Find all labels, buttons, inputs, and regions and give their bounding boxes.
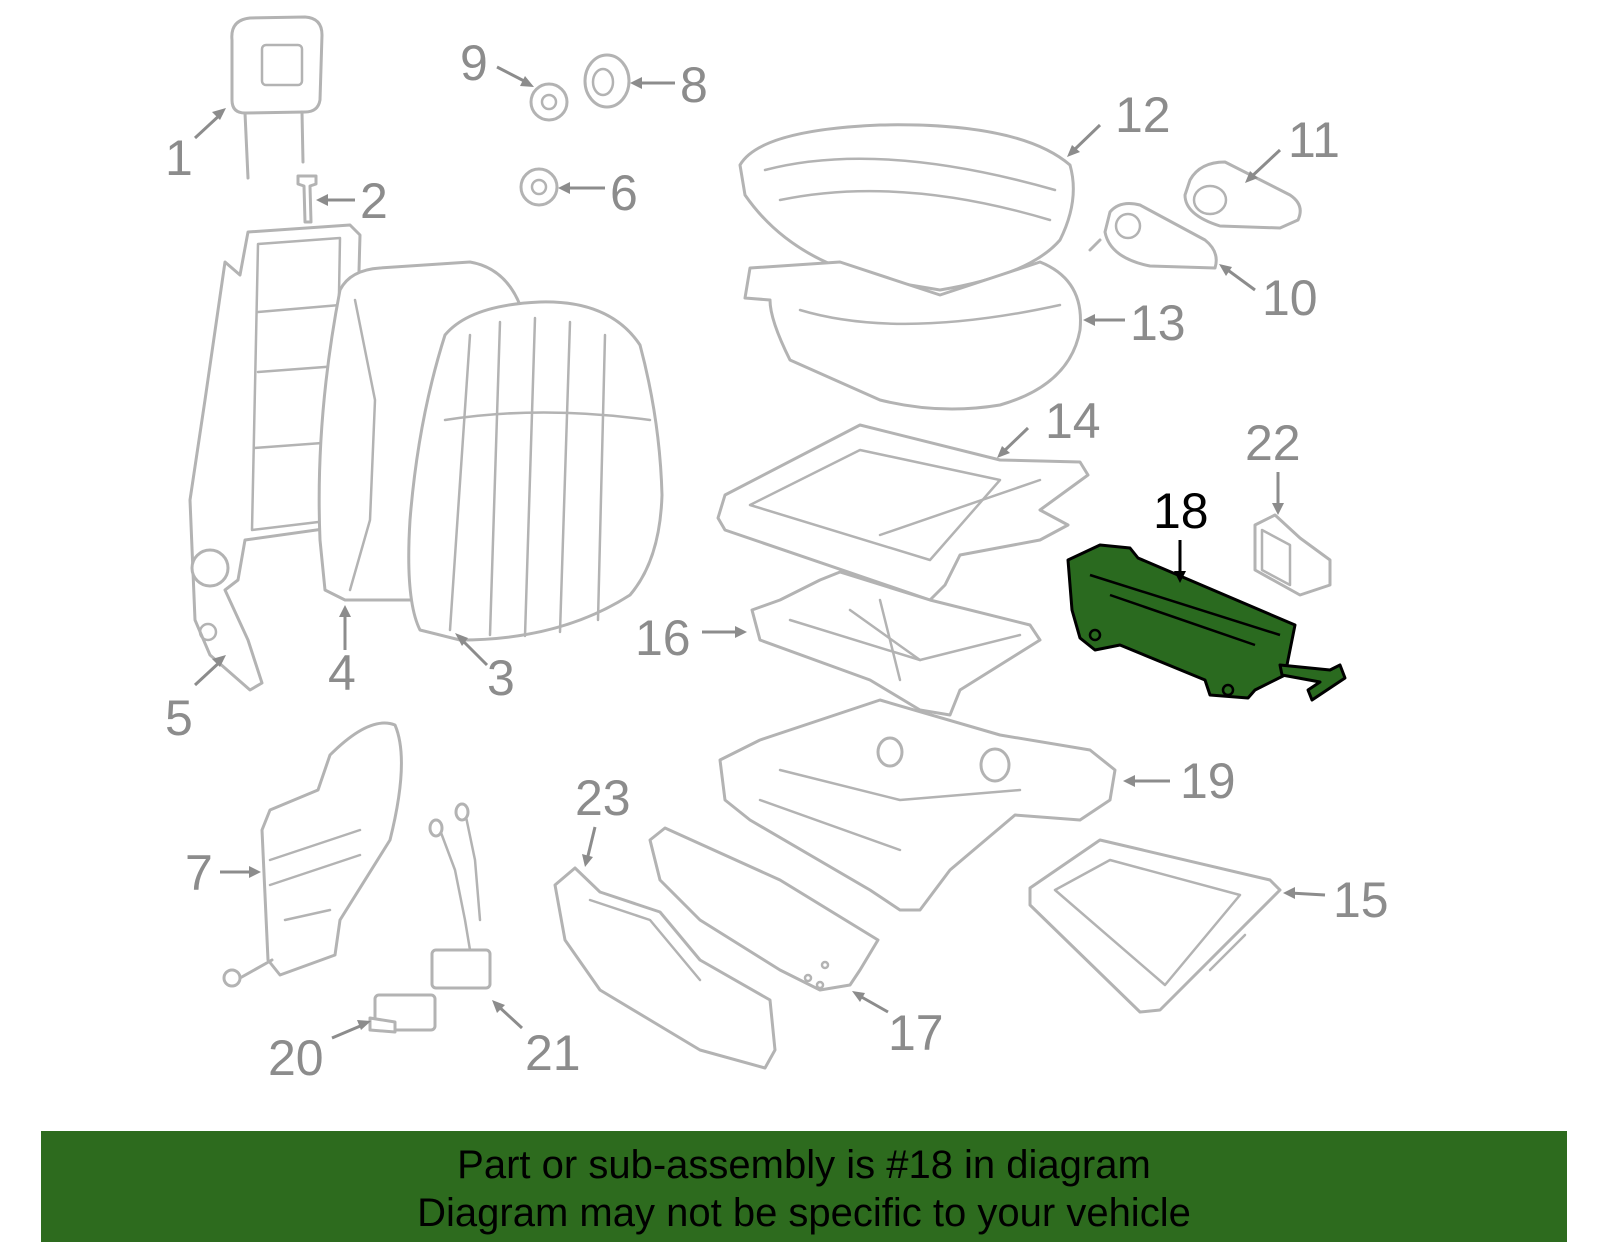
part-18-adjuster-assembly[interactable] — [1066, 543, 1347, 702]
callout-14: 14 — [1045, 393, 1101, 449]
callout-20: 20 — [268, 1030, 324, 1086]
callout-21: 21 — [525, 1025, 581, 1081]
callout-12: 12 — [1115, 87, 1171, 143]
part-8-bushing[interactable] — [583, 53, 631, 109]
callout-16: 16 — [635, 610, 691, 666]
callout-17: 17 — [888, 1005, 944, 1061]
callout-labels: 1 2 3 4 5 6 7 8 9 10 11 12 13 14 15 16 1… — [165, 35, 1389, 1086]
part-15-tray[interactable] — [1028, 838, 1282, 1014]
callout-10: 10 — [1262, 270, 1318, 326]
part-5-frame[interactable] — [188, 223, 362, 692]
info-banner: Part or sub-assembly is #18 in diagram D… — [41, 1131, 1567, 1242]
part-10-cover[interactable] — [1088, 202, 1218, 270]
part-14-frame[interactable] — [716, 423, 1090, 602]
callout-3: 3 — [487, 650, 515, 706]
part-21-harness[interactable] — [428, 802, 492, 990]
callout-22: 22 — [1245, 415, 1301, 471]
parts-diagram: 1 2 3 4 5 6 7 8 9 10 11 12 13 14 15 16 1… — [165, 15, 1389, 1086]
part-11-cover[interactable] — [1183, 160, 1302, 230]
callout-6: 6 — [610, 165, 638, 221]
part-9-knob[interactable] — [529, 82, 569, 122]
part-20-connector[interactable] — [368, 993, 437, 1034]
part-19-base[interactable] — [718, 698, 1117, 912]
callout-arrow-18 — [1174, 540, 1186, 583]
callout-18: 18 — [1153, 483, 1209, 539]
callout-23: 23 — [575, 770, 631, 826]
part-1-headrest[interactable] — [230, 15, 324, 180]
part-22-cover[interactable] — [1253, 513, 1332, 597]
callout-1: 1 — [165, 130, 193, 186]
callout-13: 13 — [1130, 295, 1186, 351]
callout-7: 7 — [185, 845, 213, 901]
callout-2: 2 — [360, 173, 388, 229]
part-17-trim[interactable] — [648, 826, 880, 992]
part-3-seatback[interactable] — [407, 300, 664, 642]
callout-4: 4 — [328, 645, 356, 701]
part-23-shield[interactable] — [553, 866, 777, 1070]
part-7-side-panel[interactable] — [222, 721, 403, 988]
callout-8: 8 — [680, 57, 708, 113]
banner-line-2: Diagram may not be specific to your vehi… — [417, 1191, 1191, 1235]
callout-11: 11 — [1288, 112, 1340, 168]
banner-line-1: Part or sub-assembly is #18 in diagram — [457, 1143, 1151, 1187]
part-2-guide[interactable] — [296, 174, 318, 224]
part-6-knob[interactable] — [519, 167, 559, 207]
callout-arrows — [193, 65, 1326, 1040]
callout-15: 15 — [1333, 872, 1389, 928]
callout-5: 5 — [165, 690, 193, 746]
part-13-cushion[interactable] — [743, 260, 1082, 411]
callout-9: 9 — [460, 35, 488, 91]
callout-19: 19 — [1180, 753, 1236, 809]
part-16-pan[interactable] — [750, 570, 1042, 717]
